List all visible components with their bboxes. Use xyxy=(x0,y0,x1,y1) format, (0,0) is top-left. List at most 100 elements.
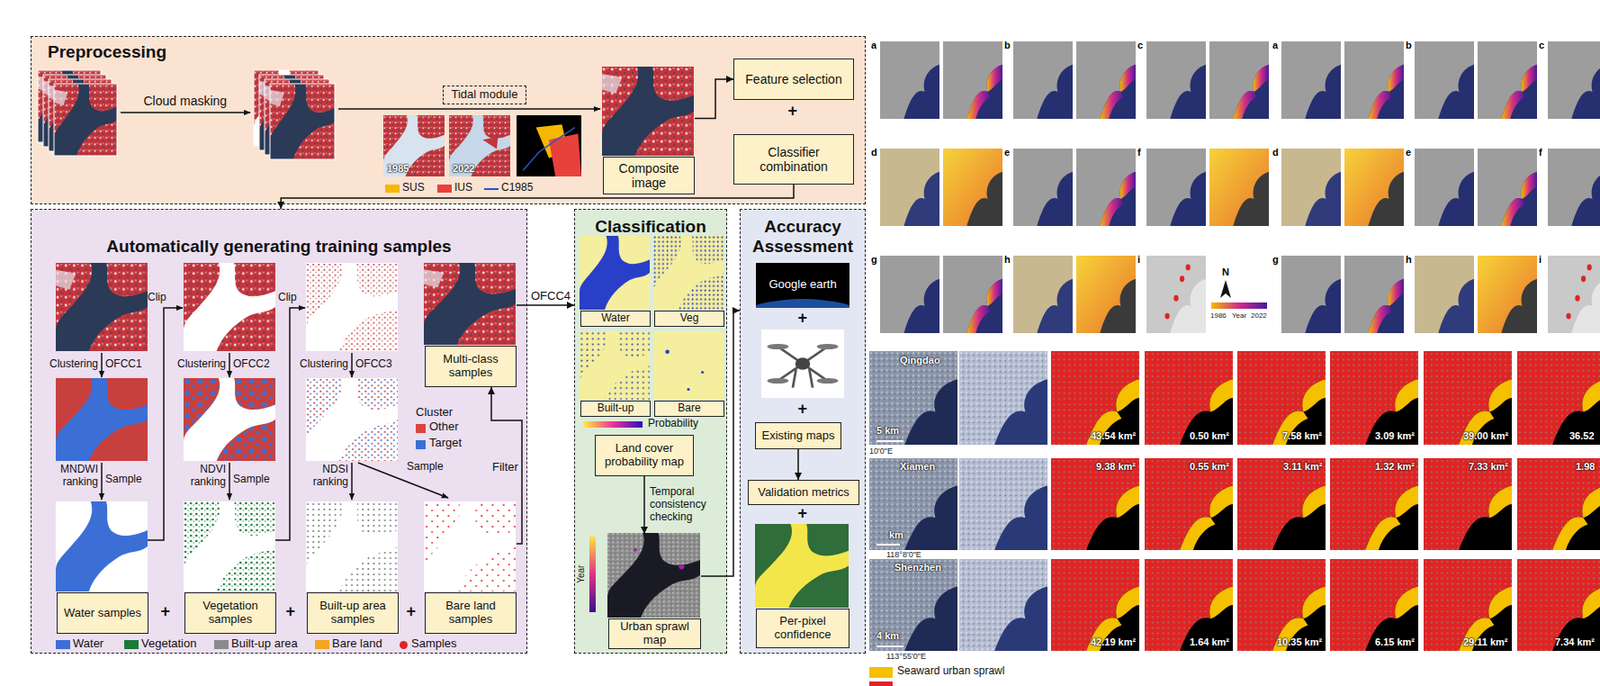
edge-label: Temporal consistency checking xyxy=(649,485,726,523)
illustration-part xyxy=(1330,458,1419,550)
node-label: Water samples xyxy=(63,606,142,621)
text-label: Clip xyxy=(147,291,167,305)
illustration-part xyxy=(1423,458,1512,550)
legend-swatch xyxy=(385,184,400,193)
illustration-part xyxy=(183,501,276,592)
node-label: Classifier combination xyxy=(737,144,850,174)
image-node: Built-up area samples xyxy=(306,502,399,634)
text-label: + xyxy=(798,503,809,523)
panel-title: Classification xyxy=(578,216,723,237)
illustration-part xyxy=(1076,148,1136,226)
illustration-part xyxy=(53,83,117,156)
legend-swatch xyxy=(399,640,408,649)
text-label: + xyxy=(798,308,809,328)
illustration-part xyxy=(305,377,398,461)
text-label: NDSI ranking xyxy=(294,463,349,489)
text-label: b xyxy=(1004,39,1011,52)
illustration-part xyxy=(959,558,1048,651)
illustration-part xyxy=(653,331,724,400)
legend-swatch xyxy=(415,423,426,433)
illustration-part xyxy=(943,255,1003,333)
node-label: Land cover probability map xyxy=(599,441,690,469)
illustration-part xyxy=(1330,558,1419,651)
illustration-part xyxy=(275,307,306,540)
label-box: Composite image xyxy=(602,156,695,195)
text-label: 1.32 km² xyxy=(1375,460,1415,473)
process-box: Existing maps xyxy=(755,422,842,450)
edge-label: OFCC4 xyxy=(530,289,571,304)
illustration-part xyxy=(602,66,694,156)
panel-title: Preprocessing xyxy=(47,42,167,63)
illustration-part xyxy=(1344,255,1404,333)
edge-label: Filter xyxy=(492,460,519,475)
image-node: Water xyxy=(580,236,651,327)
illustration-part xyxy=(1477,41,1538,119)
illustration-part xyxy=(755,523,849,608)
text-label: 6.15 km² xyxy=(1375,636,1415,648)
legend-text: C1985 xyxy=(501,181,533,195)
illustration-part xyxy=(1220,279,1232,298)
text-label: d xyxy=(1272,146,1279,159)
text-label: Year xyxy=(1231,311,1247,320)
connector-line xyxy=(701,310,740,576)
image-node: Bare land samples xyxy=(424,502,517,634)
stage-panel: Accuracy AssessmentExisting mapsValidati… xyxy=(739,208,866,654)
legend-text: Built-up area xyxy=(231,637,298,651)
legend-swatch xyxy=(415,440,426,450)
text-label: NDVI ranking xyxy=(171,463,226,489)
text-label: Probability xyxy=(647,417,699,431)
satellite-images xyxy=(55,66,892,618)
text-label: f xyxy=(1538,146,1543,159)
text-label: i xyxy=(1538,253,1542,266)
illustration-part xyxy=(183,377,276,461)
illustration-part xyxy=(1477,255,1538,333)
illustration-part xyxy=(869,458,958,550)
connector xyxy=(794,449,802,480)
arrow-head xyxy=(640,526,648,534)
panel-fill xyxy=(30,208,528,654)
illustration-part xyxy=(1013,148,1073,226)
label-box: Veg xyxy=(654,310,725,327)
illustration-part xyxy=(1237,458,1326,550)
text-label: 1986 xyxy=(1210,311,1227,320)
module-box: Tidal module xyxy=(442,85,527,105)
text-label: Shenzhen xyxy=(894,561,942,574)
illustration-part xyxy=(1414,255,1475,333)
text-label: Clustering xyxy=(177,358,226,371)
illustration-part xyxy=(876,543,900,546)
label-box: Built-up xyxy=(580,400,651,417)
illustration-part xyxy=(1281,148,1341,226)
illustration-part xyxy=(1517,558,1600,651)
panel-title: Automatically generating training sample… xyxy=(35,236,523,257)
process-box: Land cover probability map xyxy=(594,434,694,477)
legend-swatch xyxy=(869,666,893,678)
illustration-part xyxy=(943,148,1003,226)
illustration-part xyxy=(1414,148,1475,226)
text-label: 36.52 xyxy=(1569,430,1595,442)
text-label: 1.98 xyxy=(1575,460,1595,473)
text-label: c xyxy=(1538,39,1545,52)
text-label: g xyxy=(871,253,878,266)
text-label: h xyxy=(1405,253,1412,266)
image-node: Composite image xyxy=(602,67,695,195)
connector xyxy=(694,75,734,118)
image-node: Built-up xyxy=(580,332,651,417)
illustration-part xyxy=(55,501,148,592)
illustration-part xyxy=(761,329,845,398)
legend-swatch xyxy=(437,184,452,193)
image-node: Veg xyxy=(654,236,725,327)
illustration-part xyxy=(876,440,904,442)
illustration-part xyxy=(1146,255,1206,333)
illustration-part xyxy=(1144,458,1233,550)
illustration-part xyxy=(1423,558,1512,651)
illustration-part xyxy=(1237,558,1326,651)
text-label: 0.50 km² xyxy=(1189,430,1230,442)
text-label: OFCC3 xyxy=(355,358,393,371)
legend-swatch xyxy=(124,639,139,649)
legend-text: Seaward urban sprawl xyxy=(897,665,1005,678)
legend-text: Target xyxy=(429,436,462,450)
image-node: Vegetation samples xyxy=(184,502,277,634)
